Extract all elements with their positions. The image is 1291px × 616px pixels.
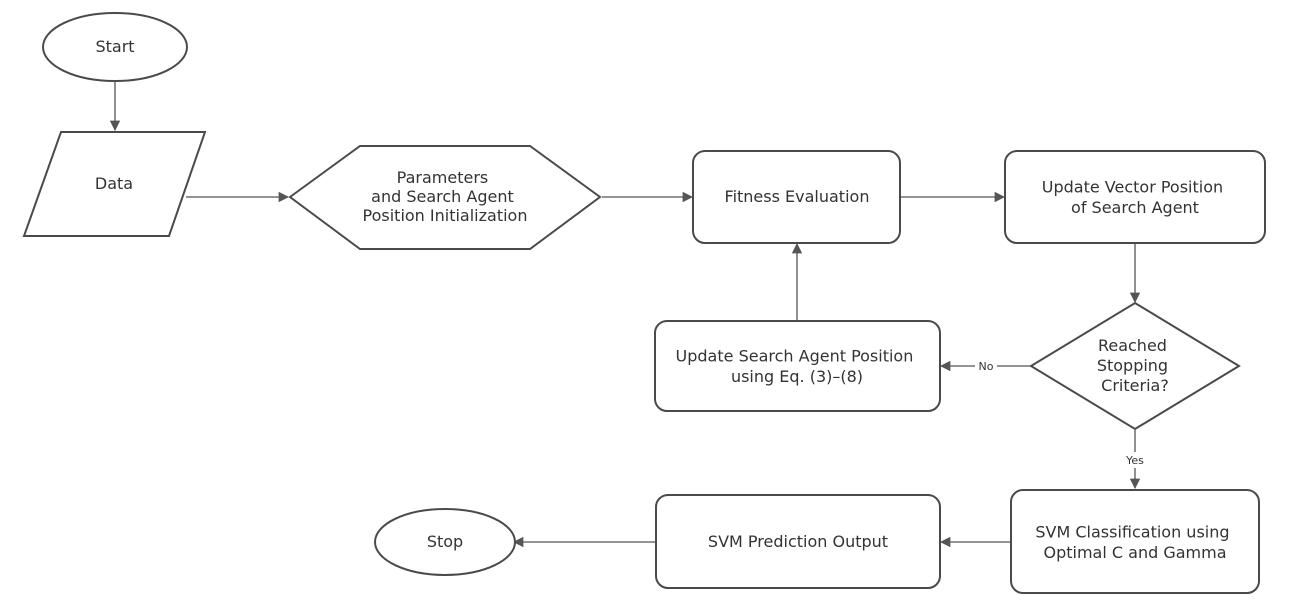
node-decision-line-2: Stopping <box>1097 356 1168 375</box>
node-decision-line-1: Reached <box>1098 336 1167 355</box>
node-init-line-1: Parameters <box>397 167 489 186</box>
node-init-line-3: Position Initialization <box>363 206 528 225</box>
svm-classification-process-shape <box>1010 489 1260 594</box>
node-svm-classification-label: SVM Classification using Optimal C and G… <box>1035 522 1234 562</box>
node-data-label: Data <box>95 174 133 193</box>
edges: No Yes <box>109 81 1148 548</box>
stop-terminator-shape <box>374 508 516 576</box>
edge-label-no: No <box>975 358 997 374</box>
update-position-process-shape <box>654 320 941 412</box>
edge-label-yes-text: Yes <box>1125 454 1144 467</box>
node-svm-classification-line-2: Optimal C and Gamma <box>1043 543 1226 562</box>
node-update-position-line-2: using Eq. (3)–(8) <box>731 367 863 386</box>
node-decision-line-3: Criteria? <box>1101 376 1169 395</box>
node-start-line-1: Start <box>95 37 134 56</box>
node-start-label: Start <box>95 37 134 56</box>
node-stop-line-1: Stop <box>427 532 463 551</box>
node-svm-output-label: SVM Prediction Output <box>708 532 888 551</box>
edge-label-yes: Yes <box>1122 452 1148 468</box>
init-hexagon-shape <box>288 145 602 250</box>
node-stop-label: Stop <box>427 532 463 551</box>
node-init: Parameters and Search Agent Position Ini… <box>288 145 602 250</box>
edge-label-no-text: No <box>979 360 994 373</box>
node-update-position: Update Search Agent Position using Eq. (… <box>654 320 941 412</box>
fitness-process-shape <box>692 150 901 244</box>
node-fitness-line-1: Fitness Evaluation <box>725 187 870 206</box>
node-update-position-line-1: Update Search Agent Position <box>676 346 914 365</box>
nodes: Start Data Parameters and Search Agent P… <box>22 12 1266 594</box>
node-start: Start <box>42 12 188 82</box>
data-parallelogram-shape <box>22 131 207 237</box>
node-fitness: Fitness Evaluation <box>692 150 901 244</box>
node-decision-label: Reached Stopping Criteria? <box>1097 336 1173 395</box>
node-svm-classification: SVM Classification using Optimal C and G… <box>1010 489 1260 594</box>
node-svm-output: SVM Prediction Output <box>655 494 941 589</box>
svm-output-process-shape <box>655 494 941 589</box>
node-stop: Stop <box>374 508 516 576</box>
node-svm-classification-line-1: SVM Classification using <box>1035 522 1229 541</box>
decision-diamond-shape <box>1029 301 1241 431</box>
node-update-vector: Update Vector Position of Search Agent <box>1004 150 1266 244</box>
node-update-vector-line-2: of Search Agent <box>1071 198 1199 217</box>
node-update-position-label: Update Search Agent Position using Eq. (… <box>676 346 919 386</box>
start-terminator-shape <box>42 12 188 82</box>
node-fitness-label: Fitness Evaluation <box>725 187 870 206</box>
node-svm-output-line-1: SVM Prediction Output <box>708 532 888 551</box>
update-vector-process-shape <box>1004 150 1266 244</box>
node-init-line-2: and Search Agent <box>371 187 514 206</box>
node-decision: Reached Stopping Criteria? <box>1029 301 1241 431</box>
node-data-line-1: Data <box>95 174 133 193</box>
node-update-vector-label: Update Vector Position of Search Agent <box>1042 177 1229 217</box>
node-update-vector-line-1: Update Vector Position <box>1042 177 1223 196</box>
node-data: Data <box>22 131 207 237</box>
node-init-label: Parameters and Search Agent Position Ini… <box>363 167 528 224</box>
